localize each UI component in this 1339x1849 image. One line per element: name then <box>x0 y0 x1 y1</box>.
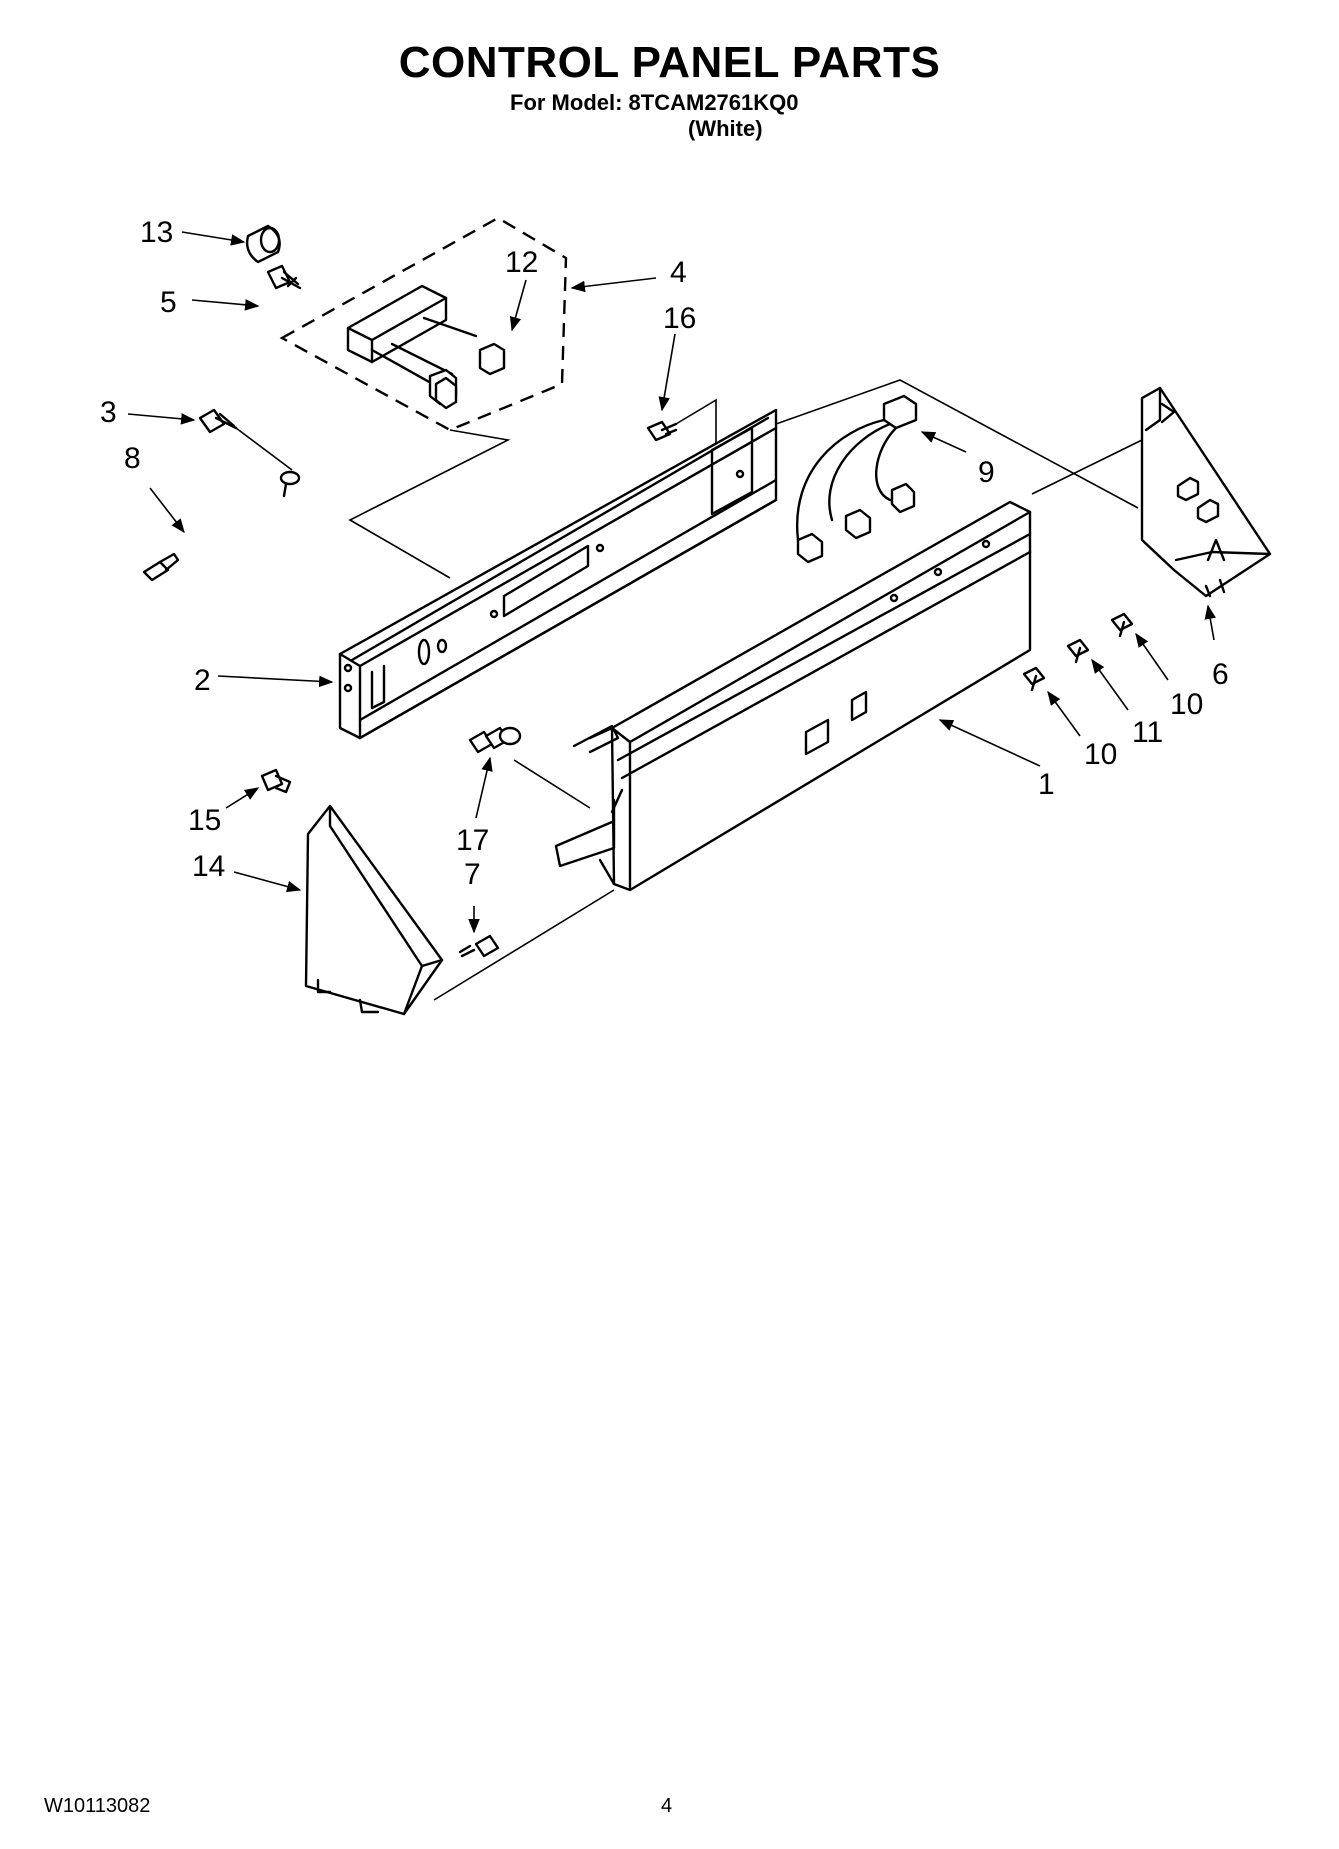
screw-part-11 <box>1066 638 1090 664</box>
screw-part-7 <box>458 934 500 958</box>
end-cap-leader-line <box>1031 439 1143 495</box>
end-cap-attach-line <box>433 889 615 1001</box>
callout-13: 13 <box>140 216 173 249</box>
callout-4: 4 <box>670 256 687 289</box>
callout-3: 3 <box>100 396 117 429</box>
callout-arrows <box>127 231 1216 934</box>
callout-9: 9 <box>978 456 995 489</box>
callout-1: 1 <box>1038 768 1055 801</box>
console-part-1 <box>554 500 1032 892</box>
assembly-leader-line <box>348 429 511 579</box>
page-title: CONTROL PANEL PARTS <box>398 38 941 87</box>
end-cap-part-14 <box>304 804 444 1016</box>
callout-11: 11 <box>1132 716 1163 749</box>
switch-assembly-part-4 <box>279 216 568 432</box>
model-number: For Model: 8TCAM2761KQ0 <box>510 90 799 115</box>
callout-5: 5 <box>160 286 177 319</box>
screw-part-5 <box>266 264 302 290</box>
callout-8: 8 <box>124 442 141 475</box>
document-number: W10113082 <box>44 1795 151 1817</box>
callout-14: 14 <box>192 850 225 883</box>
callout-6: 6 <box>1212 658 1229 691</box>
screw-part-10b <box>1022 666 1046 692</box>
callout-10-right: 10 <box>1170 688 1203 721</box>
knob-part-13 <box>245 224 281 264</box>
clip-part-15 <box>260 768 292 794</box>
screw-part-3 <box>198 408 301 498</box>
callout-17: 17 <box>456 824 489 857</box>
callout-2: 2 <box>194 664 211 697</box>
callout-15: 15 <box>188 804 221 837</box>
callout-16: 16 <box>663 302 696 335</box>
screw-part-10a <box>1110 612 1134 638</box>
harness-leader-line <box>775 379 1139 509</box>
model-variant: (White) <box>688 116 763 141</box>
callout-10-left: 10 <box>1084 738 1117 771</box>
screw-part-16 <box>646 420 678 442</box>
callout-7: 7 <box>464 858 481 891</box>
callout-12: 12 <box>505 246 538 279</box>
bracket-part-2 <box>338 408 778 740</box>
page-number: 4 <box>661 1795 673 1817</box>
clip-leader-line <box>513 759 591 809</box>
clip-part-8 <box>142 552 180 582</box>
wire-harness-part-9 <box>795 394 918 564</box>
clips-part-17 <box>468 726 522 754</box>
end-cap-part-6 <box>1140 386 1272 598</box>
